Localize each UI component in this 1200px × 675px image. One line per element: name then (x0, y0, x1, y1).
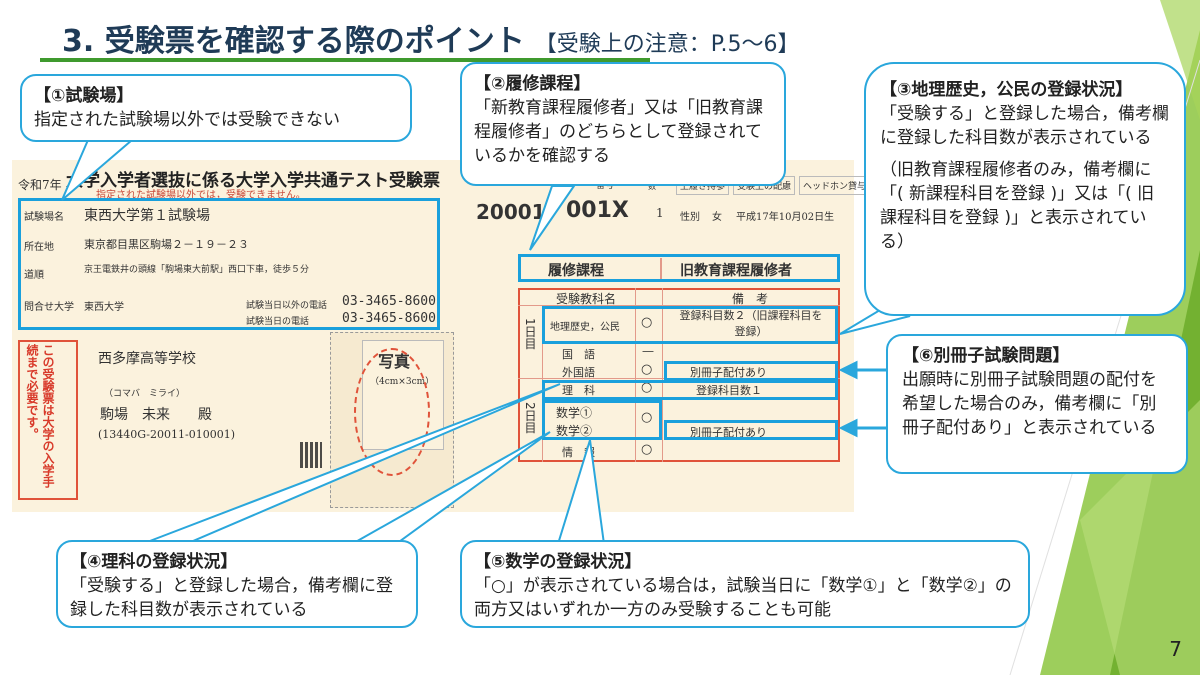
ticket-year: 令和7年 (18, 178, 62, 192)
venue-value-address: 東京都目黒区駒場２－１９－２３ (84, 238, 249, 251)
callout-venue: 【①試験場】 指定された試験場以外では受験できない (20, 74, 412, 142)
table-col-line-2 (635, 288, 636, 462)
callout-math: 【⑤数学の登録状況】 「○」が表示されている場合は，試験当日に「数学①」と「数学… (460, 540, 1030, 628)
callout-science-heading: 【④理科の登録状況】 (70, 552, 238, 572)
exam-number: 20001 (476, 200, 546, 224)
venue-label-route: 道順 (24, 270, 44, 281)
ticket-title: 大学入学者選抜に係る大学入学共通テスト受験票 (66, 171, 440, 191)
callout-geo-heading: 【③地理歴史，公民の登録状況】 (880, 80, 1133, 100)
day2-label: 2日目 (523, 402, 537, 434)
subject-name-kokugo: 国 語 (562, 348, 595, 361)
callout-science: 【④理科の登録状況】 「受験する」と登録した場合，備考欄に登録した科目数が表示さ… (56, 540, 418, 628)
subject-mark-science: ○ (641, 380, 653, 395)
phone-value-other: 03-3465-8600 (342, 294, 436, 309)
remarks-header: 備 考 (732, 292, 769, 306)
subject-name-math1: 数学① (556, 406, 593, 420)
phone-value-day: 03-3465-8600 (342, 311, 436, 326)
page-number: 7 (1169, 637, 1182, 661)
highlight-course (518, 254, 840, 282)
phone-label-other: 試験当日以外の電話 (246, 301, 328, 311)
title-text: 3. 受験票を確認する際のポイント (62, 24, 525, 59)
gender-value: 女 (712, 212, 722, 223)
table-header-line (518, 305, 840, 306)
subject-mark-info: ○ (641, 442, 653, 457)
subject-mark-geo: ○ (641, 315, 653, 330)
subjects-header: 受験教科名 (556, 292, 617, 306)
subject-name-math2: 数学② (556, 424, 593, 438)
highlight-math2-remark (664, 420, 838, 440)
subject-remark-math2: 別冊子配付あり (690, 426, 767, 439)
callout-science-body: 「受験する」と登録した場合，備考欄に登録した科目数が表示されている (70, 576, 393, 620)
slide-title: 3. 受験票を確認する際のポイント【受験上の注意：P.5〜6】 (62, 16, 800, 60)
student-name: 駒場 未来 殿 (100, 407, 212, 423)
subject-name-science: 理 科 (562, 384, 595, 397)
callout-booklet-heading: 【⑥別冊子試験問題】 (902, 346, 1070, 366)
highlight-geo-remark (542, 306, 838, 344)
venue-value-route: 京王電鉄井の頭線「駒場東大前駅」西口下車，徒歩５分 (84, 265, 310, 275)
callout-booklet-body: 出願時に別冊子試験問題の配付を希望した場合のみ，備考欄に「別冊子配付あり」と表示… (902, 370, 1157, 438)
subjects-table (518, 288, 840, 462)
callout-math-body: 「○」が表示されている場合は，試験当日に「数学①」と「数学②」の両方又はいずれか… (474, 576, 1012, 620)
course-divider (660, 258, 662, 280)
title-reference: 【受験上の注意：P.5〜6】 (534, 32, 800, 57)
venue-label-name: 試験場名 (24, 212, 64, 223)
day1-label: 1日目 (523, 318, 537, 350)
subject-mark-kokugo: — (642, 344, 654, 358)
callout-booklet: 【⑥別冊子試験問題】 出願時に別冊子試験問題の配付を希望した場合のみ，備考欄に「… (886, 334, 1188, 474)
highlight-math (542, 400, 662, 440)
venue-value-name: 東西大学第１試験場 (84, 208, 210, 224)
callout-geo-body: 「受験する」と登録した場合，備考欄に登録した科目数が表示されている (880, 104, 1169, 148)
callout-course: 【②履修課程】 「新教育課程履修者」又は「旧教育課程履修者」のどちらとして登録さ… (460, 62, 786, 186)
student-code: (13440G-20011-010001) (98, 428, 235, 441)
subject-remark-science: 登録科目数１ (696, 384, 762, 397)
birth-date: 平成17年10月02日生 (736, 212, 835, 223)
callout-math-heading: 【⑤数学の登録状況】 (474, 552, 642, 572)
table-col-line-3 (662, 288, 663, 462)
exam-number-label: 番号 (596, 181, 615, 191)
callout-course-body: 「新教育課程履修者」又は「旧教育課程履修者」のどちらとして登録されているかを確認… (474, 98, 763, 166)
subject-mark-math: ○ (641, 410, 653, 425)
callout-venue-body: 指定された試験場以外では受験できない (34, 110, 340, 130)
venue-value-contact: 東西大学 (84, 302, 124, 313)
vertical-notice: この受験票は大学の入学手続まで必要です。 (25, 344, 55, 488)
highlight-venue (18, 198, 440, 330)
title-underline (40, 58, 650, 62)
issue-count: 1 (656, 206, 664, 220)
subject-name-foreign: 外国語 (562, 366, 595, 379)
callout-course-heading: 【②履修課程】 (474, 74, 591, 94)
venue-label-contact: 問合せ大学 (24, 302, 74, 313)
vertical-notice-box (18, 340, 78, 500)
ticket-header-note: 指定された試験場以外では，受験できません。 (96, 190, 306, 201)
subject-remark-foreign: 別冊子配付あり (690, 366, 767, 379)
subject-mark-foreign: ○ (641, 362, 653, 377)
gender-label: 性別 (680, 212, 700, 223)
callout-geo-note: （旧教育課程履修者のみ，備考欄に「( 新課程科目を登録 )」又は「( 旧課程科目… (880, 160, 1155, 252)
phone-label-day: 試験当日の電話 (246, 317, 310, 327)
callout-venue-heading: 【①試験場】 (34, 86, 134, 106)
qr-code-icon (300, 442, 322, 468)
highlight-foreign-remark (664, 361, 838, 381)
callout-geo: 【③地理歴史，公民の登録状況】 「受験する」と登録した場合，備考欄に登録した科目… (864, 62, 1186, 316)
school-name: 西多摩高等学校 (98, 351, 196, 367)
subject-remark-geo: 登録科目数２（旧課程科目を登録） (679, 309, 823, 338)
course-value: 旧教育課程履修者 (680, 263, 792, 279)
venue-label-address: 所在地 (24, 242, 54, 253)
exam-number-suffix: 001X (566, 198, 629, 223)
student-furigana: （コマバ ミライ） (104, 389, 186, 399)
subject-name-geo: 地理歴史，公民 (550, 322, 620, 333)
course-label: 履修課程 (548, 263, 604, 279)
photo-red-ring (354, 348, 430, 476)
